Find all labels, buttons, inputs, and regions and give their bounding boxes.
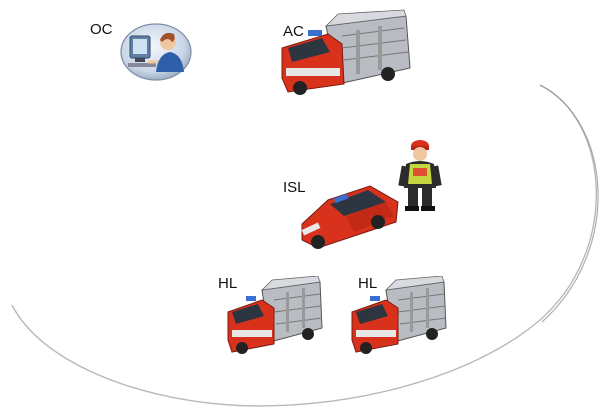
operator-at-computer-icon [118, 22, 196, 87]
ellipse-shadow-edge [539, 84, 599, 323]
ac-label: AC [283, 23, 304, 40]
hl-right-label: HL [358, 275, 378, 292]
ellipse-outline [11, 84, 597, 407]
fire-truck-icon [350, 275, 450, 361]
red-car-icon [298, 182, 402, 259]
fire-truck-icon [278, 8, 414, 101]
firefighter-safety-vest-icon [398, 138, 442, 217]
hl-left-label: HL [218, 275, 238, 292]
oc-label: OC [90, 21, 113, 38]
isl-label: ISL [283, 179, 306, 196]
fire-truck-icon [226, 275, 326, 361]
